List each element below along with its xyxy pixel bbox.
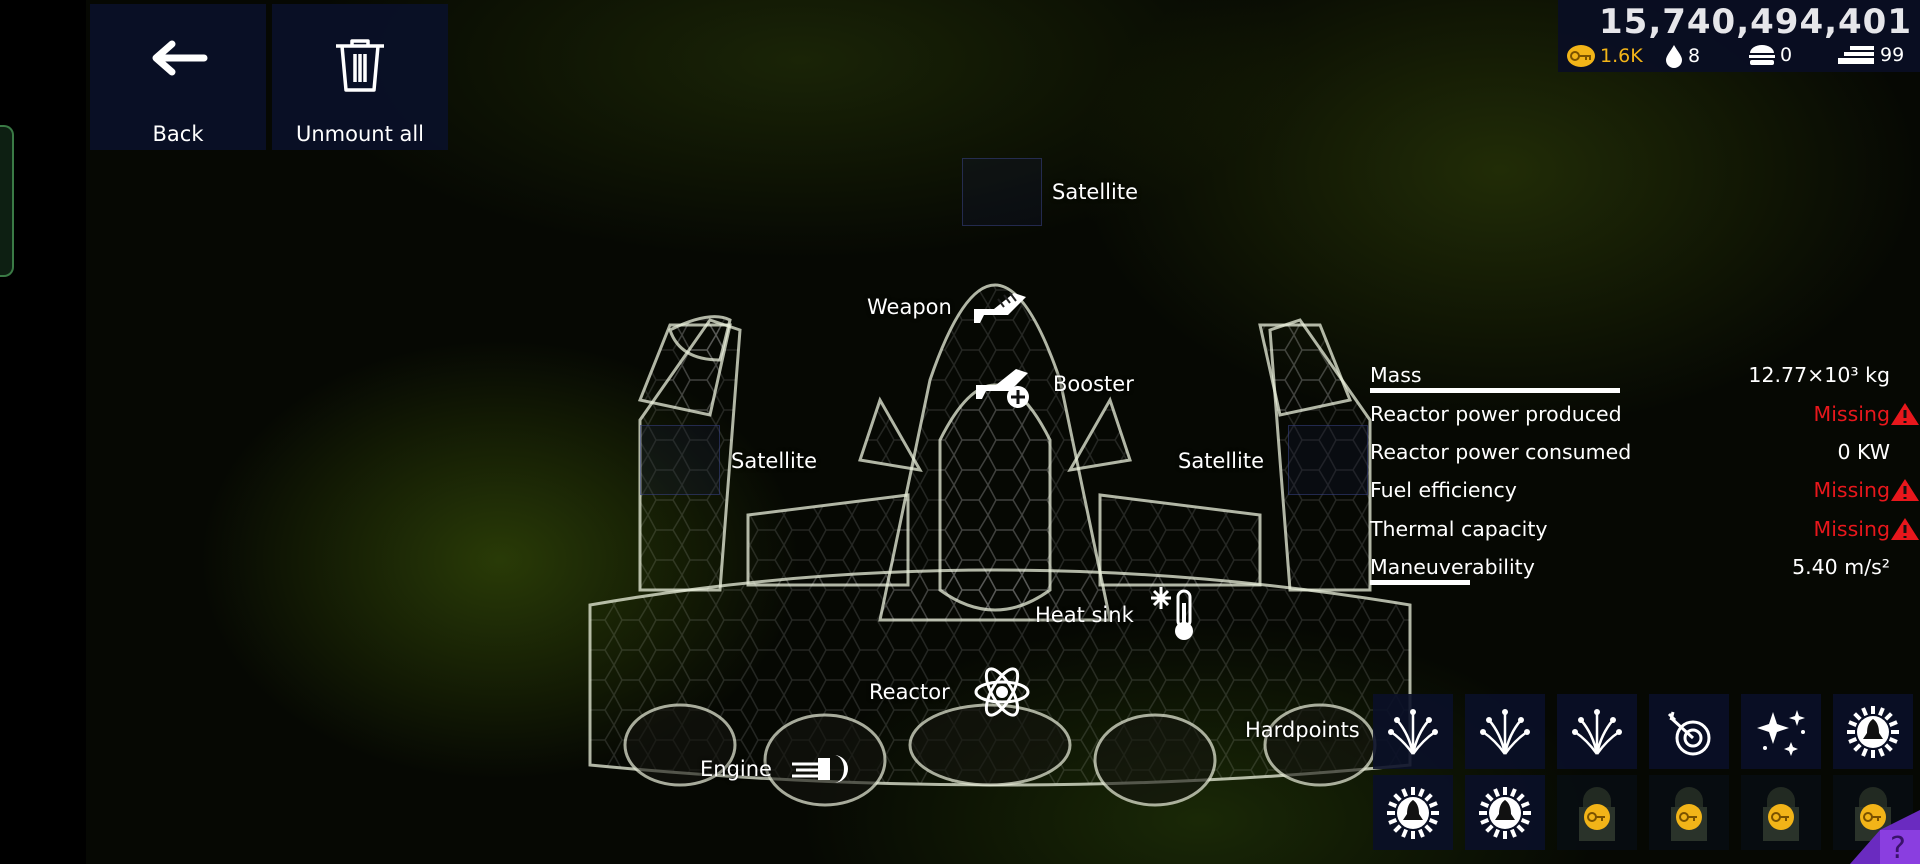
sun-bell-icon: [1847, 705, 1899, 758]
stat-value: 0 KW: [1837, 439, 1890, 464]
satellite-left-label: Satellite: [731, 449, 818, 473]
stat-row-thermal-capacity: Thermal capacity Missing: [1370, 510, 1920, 548]
back-button[interactable]: Back: [90, 4, 266, 150]
satellite-left-slot[interactable]: [640, 425, 720, 495]
stack-icon: [1838, 46, 1874, 64]
reactor-atom-icon[interactable]: [974, 664, 1030, 720]
stacks-amount: 99: [1880, 44, 1905, 66]
booster-label: Booster: [1053, 372, 1134, 396]
svg-text:?: ?: [1890, 831, 1906, 864]
hardpoint-slot[interactable]: [1557, 775, 1637, 850]
stat-row-fuel-efficiency: Fuel efficiency Missing: [1370, 471, 1920, 509]
sparkles-icon: [1757, 709, 1805, 756]
stat-value: Missing: [1813, 478, 1890, 503]
lock-key-icon: [1579, 786, 1615, 841]
hardpoint-slot[interactable]: [1557, 694, 1637, 769]
stat-row-mass: Mass 12.77×10³ kg: [1370, 356, 1920, 394]
stat-row-reactor-produced: Reactor power produced Missing: [1370, 394, 1920, 432]
fireworks-icon: [1572, 708, 1622, 755]
hardpoints-label: Hardpoints: [1245, 718, 1360, 742]
credits-amount: 15,740,494,401: [1599, 2, 1912, 42]
stat-value: Missing: [1813, 516, 1890, 541]
hardpoint-slot[interactable]: [1649, 694, 1729, 769]
engine-thruster-icon[interactable]: [790, 752, 852, 786]
warning-icon: [1891, 517, 1919, 540]
lock-key-icon: [1671, 786, 1707, 841]
hardpoint-slot[interactable]: [1741, 775, 1821, 850]
weapon-label: Weapon: [867, 295, 952, 319]
satellite-top-slot[interactable]: [962, 158, 1042, 226]
heat-sink-thermometer-icon[interactable]: [1150, 585, 1200, 643]
stat-label: Thermal capacity: [1370, 516, 1548, 541]
hardpoint-slot[interactable]: [1649, 775, 1729, 850]
stat-label: Reactor power consumed: [1370, 439, 1632, 464]
hardpoint-slot[interactable]: [1741, 694, 1821, 769]
engine-label: Engine: [700, 757, 772, 781]
stat-label: Maneuverability: [1370, 555, 1535, 580]
sun-bell-icon: [1387, 786, 1439, 839]
hardpoints-grid: [1373, 694, 1913, 850]
stat-value: 12.77×10³ kg: [1748, 363, 1890, 388]
ship-blueprint: [588, 283, 1412, 807]
hardpoint-slot[interactable]: [1373, 694, 1453, 769]
hardpoint-slot[interactable]: [1373, 775, 1453, 850]
hardpoint-slot[interactable]: [1465, 775, 1545, 850]
stat-row-maneuverability: Maneuverability 5.40 m/s²: [1370, 548, 1920, 586]
stat-value: 5.40 m/s²: [1792, 555, 1890, 580]
back-label: Back: [152, 122, 204, 146]
booster-gun-plus-icon[interactable]: [972, 365, 1034, 409]
satellite-top-label: Satellite: [1052, 180, 1139, 204]
help-box-icon[interactable]: ?: [1840, 800, 1920, 864]
stat-label: Reactor power produced: [1370, 401, 1622, 426]
satellite-right-slot[interactable]: [1288, 425, 1368, 495]
warning-icon: [1891, 479, 1919, 502]
left-bar: [0, 0, 86, 864]
fireworks-icon: [1388, 708, 1438, 755]
currency-panel: 15,740,494,401 1.6K 8 0 99: [1558, 0, 1920, 72]
unmount-all-button[interactable]: Unmount all: [272, 4, 448, 150]
trash-icon: [336, 39, 384, 92]
fuel-drop-icon: [1666, 45, 1682, 68]
stat-value: Missing: [1813, 401, 1890, 426]
fuel-amount: 8: [1688, 45, 1701, 67]
stat-row-reactor-consumed: Reactor power consumed 0 KW: [1370, 433, 1920, 471]
mass-bar: [1370, 388, 1620, 394]
warning-icon: [1891, 402, 1919, 425]
burger-icon: [1749, 45, 1775, 65]
unmount-all-label: Unmount all: [295, 122, 425, 146]
side-drawer-handle[interactable]: [0, 125, 14, 277]
key-coin-icon: [1567, 45, 1595, 67]
food-amount: 0: [1780, 44, 1793, 66]
heat-sink-label: Heat sink: [1035, 603, 1134, 627]
hardpoint-slot[interactable]: [1465, 694, 1545, 769]
stat-label: Fuel efficiency: [1370, 478, 1517, 503]
maneuverability-bar: [1370, 580, 1470, 586]
stat-label: Mass: [1370, 363, 1422, 388]
sun-bell-icon: [1479, 786, 1531, 839]
satellite-right-label: Satellite: [1178, 449, 1265, 473]
keys-amount: 1.6K: [1600, 45, 1643, 67]
target-icon: [1667, 711, 1711, 755]
hardpoint-slot[interactable]: [1833, 694, 1913, 769]
fireworks-icon: [1480, 708, 1530, 755]
weapon-gun-icon[interactable]: [970, 285, 1030, 325]
reactor-label: Reactor: [869, 680, 950, 704]
arrow-left-icon: [152, 40, 208, 76]
lock-key-icon: [1763, 786, 1799, 841]
